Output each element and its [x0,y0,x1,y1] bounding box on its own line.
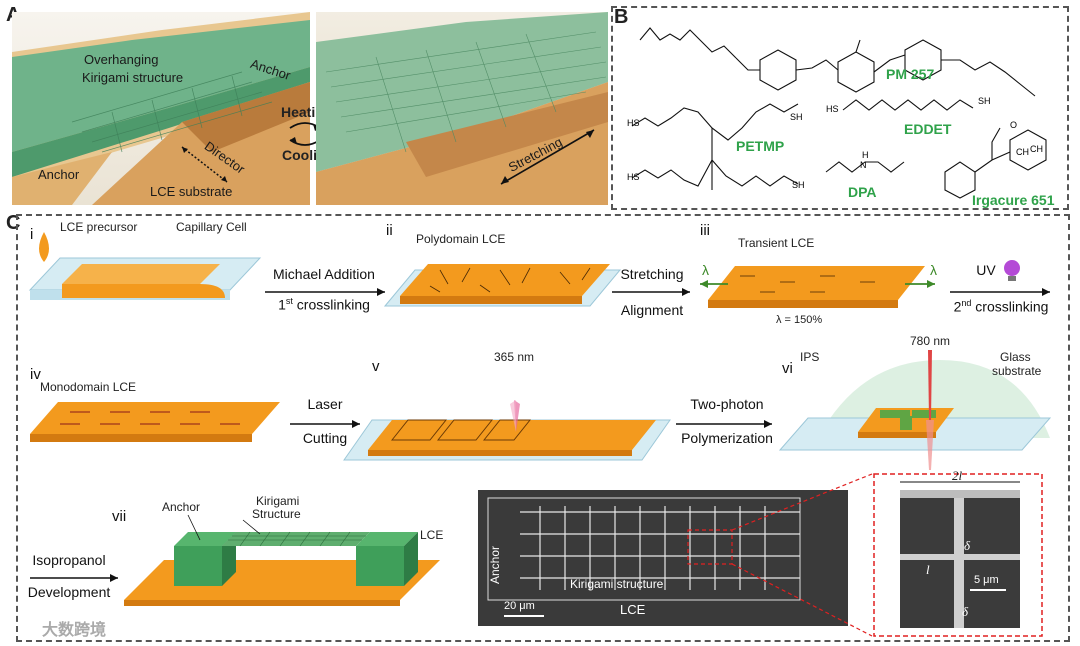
overhanging-label: Overhanging [84,52,159,67]
anchor-vii-label: Anchor [162,500,201,514]
laser-label: Laser [307,396,343,412]
svg-text:N: N [860,160,867,170]
step-iv-label: iv [30,366,41,383]
two-photon-label: Two-photon [690,396,764,412]
compound-dpa: DPA [848,184,877,200]
compound-petmp: PETMP [736,138,785,154]
svg-text:HS: HS [826,104,839,114]
zoom-scale-label: 5 μm [974,574,999,586]
polydomain-lce-label: Polydomain LCE [416,232,506,246]
zoom-2l-label: 2l [952,468,963,483]
michael-addition-label: Michael Addition [273,266,375,282]
step-vi-label: vi [782,360,793,377]
first-crosslinking-label: 1st crosslinking [278,296,370,313]
panel-a-left-scene: Overhanging Kirigami structure Anchor An… [12,12,310,205]
development-label: Development [27,584,111,600]
panel-c-box [16,214,1070,642]
capillary-cell-label: Capillary Cell [176,220,247,234]
lce-vii-label: LCE [420,528,444,542]
step-iii-label: iii [700,222,710,239]
step-v-label: v [372,358,380,375]
svg-text:HS: HS [627,118,640,128]
uv-label: UV [976,262,996,278]
780nm-label: 780 nm [910,334,951,348]
cutting-label: Cutting [302,430,348,446]
panel-a-right-drawing [316,12,608,205]
sem-scale-label: 20 μm [504,600,535,612]
step-i-label: i [30,226,34,243]
step-ii-label: ii [386,222,393,239]
svg-text:H: H [862,150,869,160]
svg-text:HS: HS [627,172,640,182]
panel-a-right-scene: Stretching [316,12,608,205]
alignment-step-label: Alignment [620,302,684,318]
lambda-left-label: λ [702,262,709,278]
kirigami-structure-label: Kirigami structure [82,70,184,85]
compound-pm257: PM 257 [886,66,935,82]
compound-irgacure-651: Irgacure 651 [972,192,1055,208]
sem-anchor-label: Anchor [488,545,502,584]
glass-label: Glass [1000,350,1031,364]
sem-lce-label: LCE [620,602,646,617]
svg-text:SH: SH [978,96,991,106]
svg-text:SH: SH [792,180,805,190]
svg-text:SH: SH [790,112,803,122]
zoom-delta-top-label: δ [964,538,971,553]
monodomain-lce-label: Monodomain LCE [40,380,137,394]
panel-b-letter: B [614,6,629,28]
step-vii-label: vii [112,508,127,525]
lce-substrate-label: LCE substrate [150,184,233,199]
zoom-delta-bottom-label: δ [962,604,969,619]
lce-precursor-label: LCE precursor [60,220,138,234]
second-crosslinking-label: 2nd crosslinking [953,298,1049,315]
anchor-bottom-label: Anchor [38,167,80,182]
zoom-l-label: l [926,562,930,577]
watermark: 大数跨境 [42,622,107,639]
ips-label: IPS [800,350,820,364]
kirigami-vii-label2: Structure [252,507,301,521]
panel-a-left-drawing [12,12,310,205]
stretching-step-label: Stretching [620,266,684,282]
transient-lce-label: Transient LCE [738,236,815,250]
lambda-ratio-label: λ = 150% [776,314,823,326]
substrate-label: substrate [992,364,1042,378]
polymerization-label: Polymerization [681,430,773,446]
svg-text:O: O [1010,120,1017,130]
svg-text:CH: CH [1016,147,1029,157]
director-arrow [181,146,228,183]
compound-eddet: EDDET [904,121,952,137]
kirigami-vii-label1: Kirigami [256,494,300,508]
isopropanol-label: Isopropanol [32,552,106,568]
svg-text:CH: CH [1030,144,1043,154]
365nm-label: 365 nm [494,350,535,364]
panel-b-box [611,6,1069,210]
lambda-right-label: λ [930,262,937,278]
chem-atoms: HS SH HS SH HS SH H N CH O CH [627,96,1043,190]
sem-kirigami-label: Kirigami structure [570,577,664,591]
